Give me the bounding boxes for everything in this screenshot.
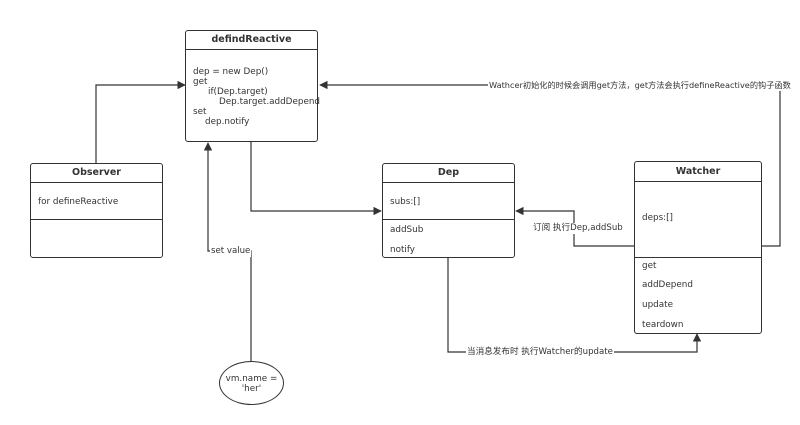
watcher-method-teardown: teardown	[642, 320, 684, 330]
definereactive-title: defindReactive	[186, 31, 317, 50]
notify-update-label: 当消息发布时 执行Watcher的update	[466, 347, 614, 358]
dep-box: Dep subs:[] addSub notify	[382, 163, 515, 258]
dep-title: Dep	[383, 164, 514, 183]
definereactive-line-dep: dep = new Dep()	[193, 67, 269, 77]
watcher-method-get: get	[642, 261, 657, 271]
observer-to-definereactive-connector	[95, 80, 186, 163]
watcher-get-label: Wathcer初始化的时候会调用get方法，get方法会执行defineReac…	[488, 80, 792, 91]
definereactive-line-adddepend: Dep.target.addDepend	[219, 97, 321, 107]
subscribe-label: 订阅 执行Dep,addSub	[532, 223, 624, 234]
watcher-divider	[635, 257, 761, 258]
vm-name-line2: 'her'	[241, 384, 262, 394]
definereactive-line-notify: dep.notify	[205, 117, 250, 127]
observer-box: Observer for defineReactive	[30, 163, 163, 258]
dep-divider	[383, 219, 514, 220]
watcher-attr-deps: deps:[]	[642, 213, 673, 223]
definereactive-line-get: get	[193, 77, 208, 87]
watcher-box: Watcher deps:[] get addDepend update tea…	[634, 161, 762, 334]
definereactive-line-if: if(Dep.target)	[208, 87, 268, 97]
dep-attr-subs: subs:[]	[390, 197, 421, 207]
dep-method-notify: notify	[390, 245, 415, 255]
watcher-method-adddepend: addDepend	[642, 280, 693, 290]
vm-name-node: vm.name = 'her'	[219, 361, 284, 405]
definereactive-line-set: set	[193, 107, 207, 117]
definereactive-box: defindReactive dep = new Dep() get if(De…	[185, 30, 321, 142]
watcher-method-update: update	[642, 300, 673, 310]
dep-method-addsub: addSub	[390, 225, 424, 235]
set-value-label: set value	[210, 246, 252, 257]
watcher-title: Watcher	[635, 162, 761, 182]
observer-body: for defineReactive	[38, 197, 119, 207]
observer-divider	[31, 219, 162, 220]
vm-name-line1: vm.name =	[225, 374, 278, 384]
observer-title: Observer	[31, 164, 162, 183]
definereactive-to-dep-arrow	[250, 142, 382, 216]
